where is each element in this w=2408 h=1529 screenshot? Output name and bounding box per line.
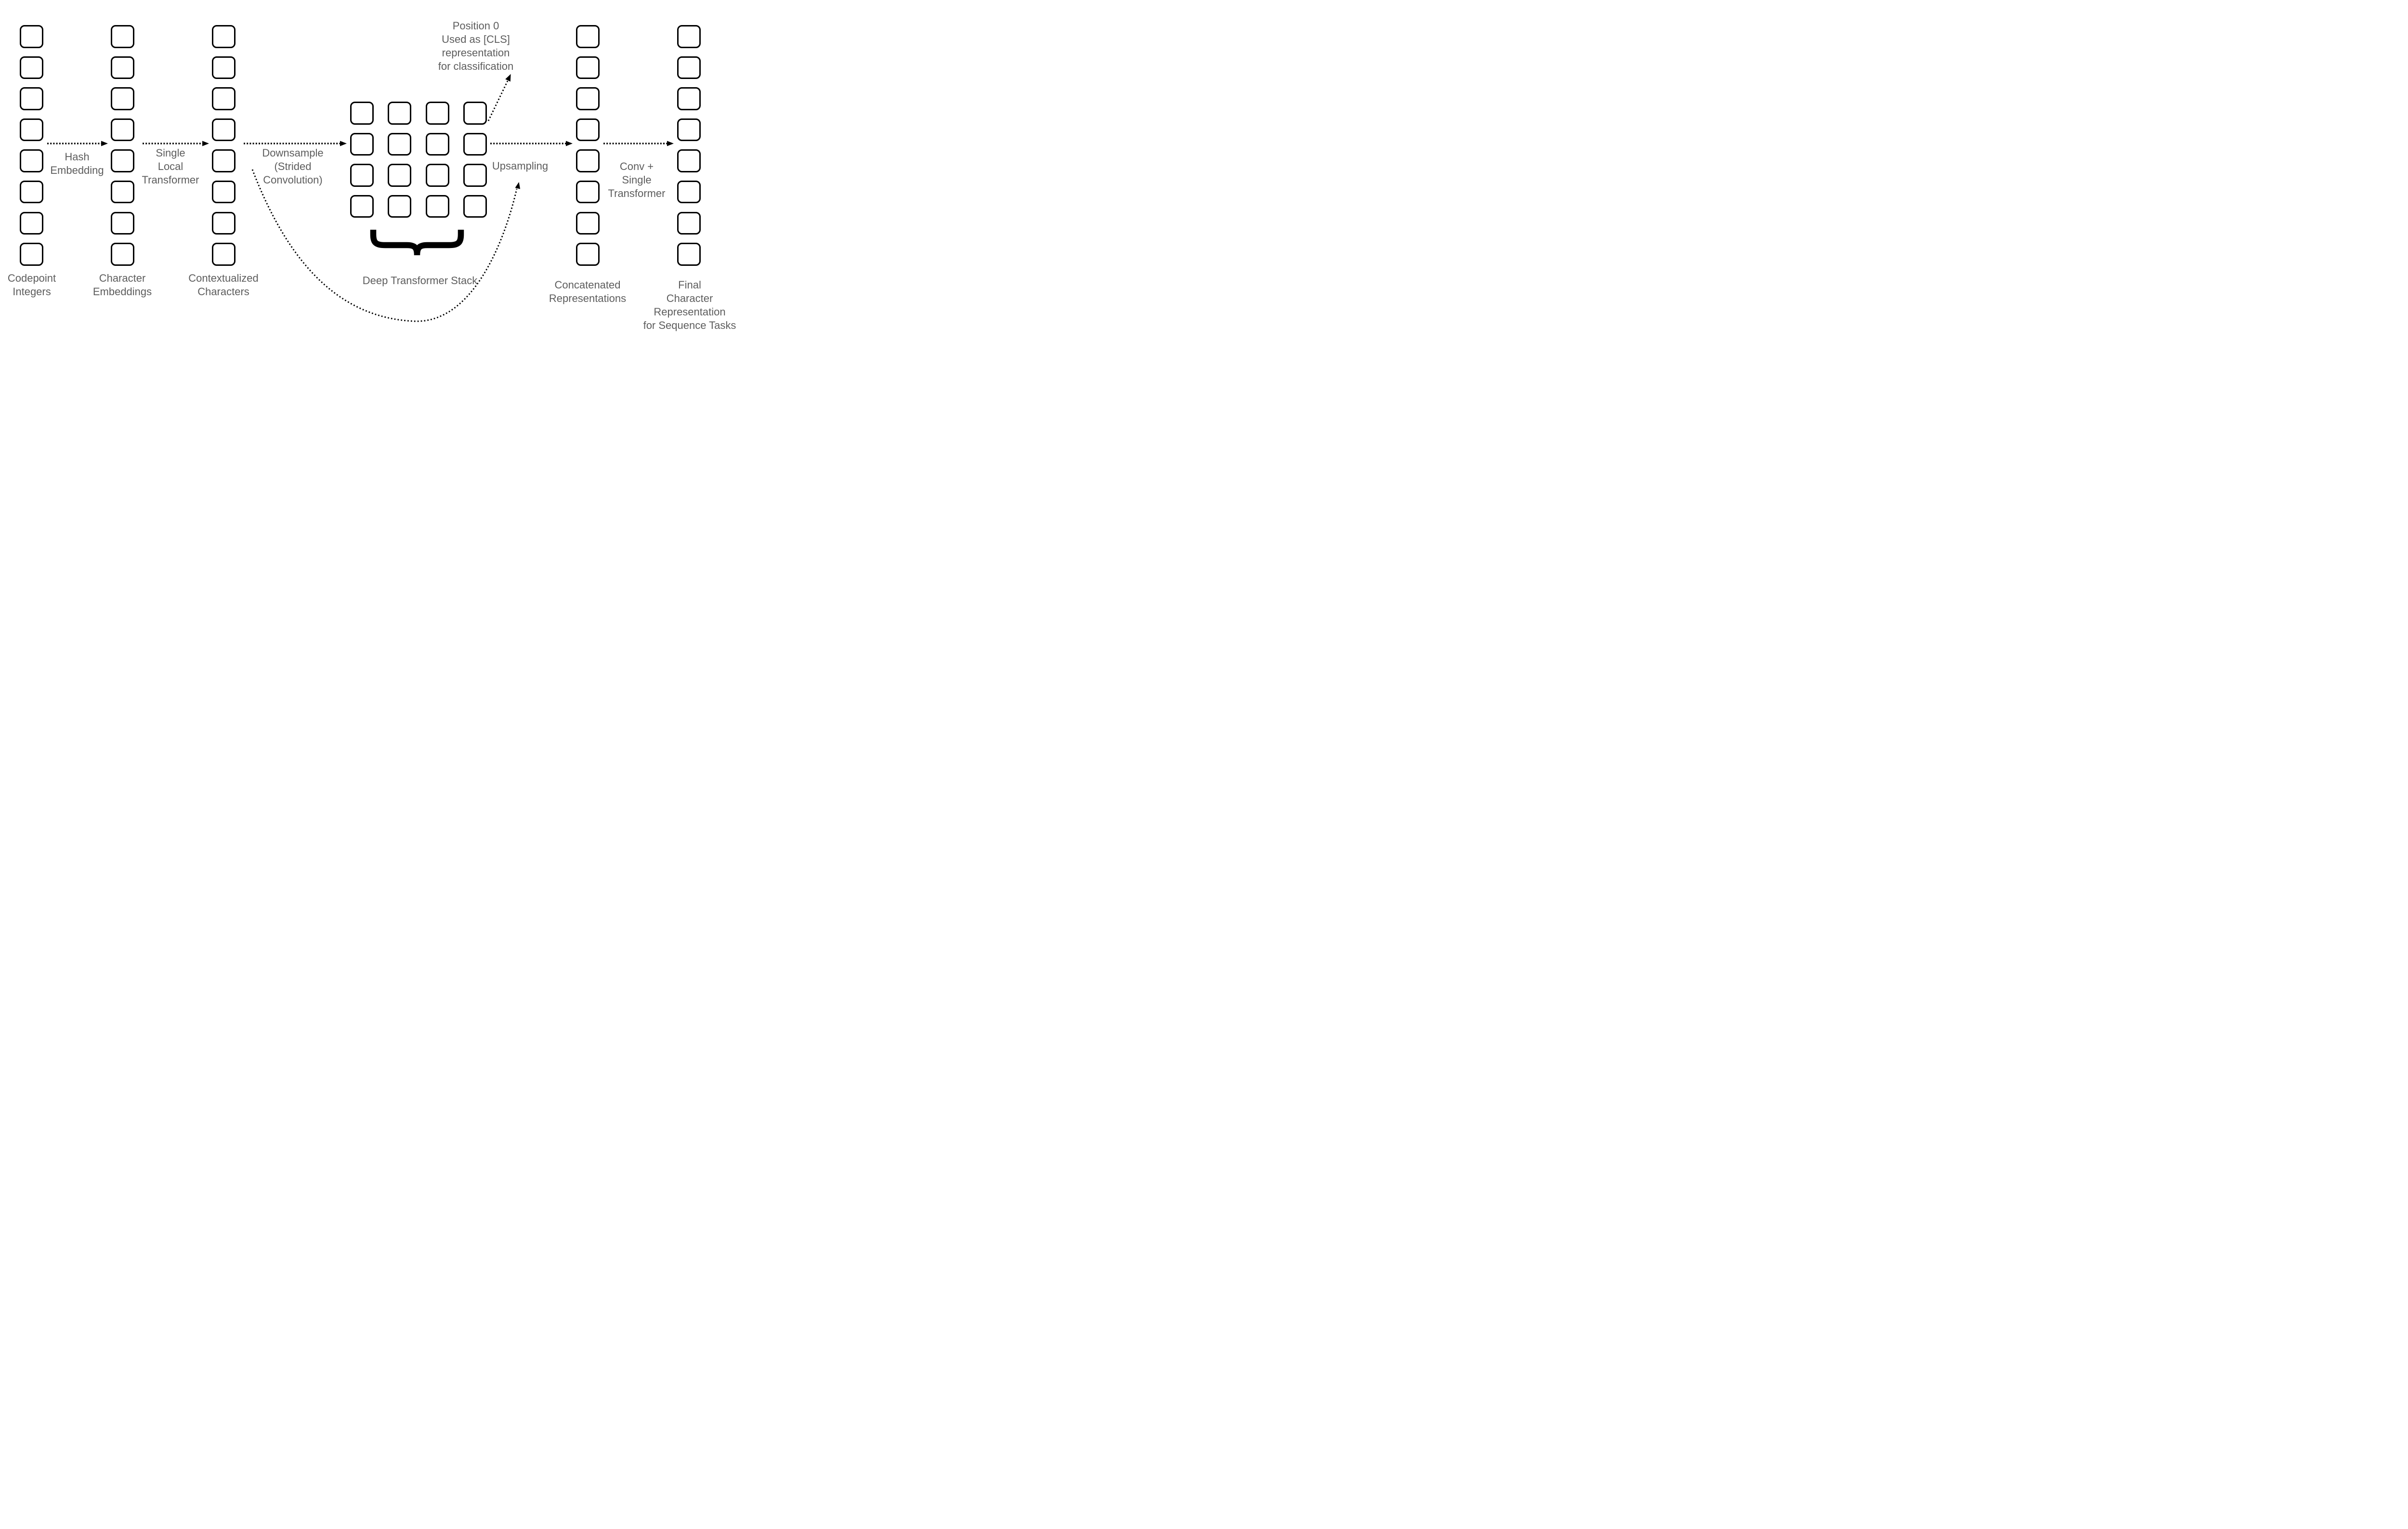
token-box [350, 132, 374, 156]
token-box [388, 102, 412, 125]
token-box [463, 102, 487, 125]
token-box [463, 132, 487, 156]
token-box [576, 87, 600, 110]
column-codepoint-integers [20, 25, 43, 266]
label-hash-embedding: Hash Embedding [50, 151, 104, 176]
arrow-upsampling [490, 141, 573, 146]
arrowhead-icon [515, 182, 521, 189]
token-box [425, 195, 449, 218]
token-box [388, 132, 412, 156]
token-box [212, 56, 236, 79]
token-box [463, 164, 487, 187]
diagram-canvas: Hash Embedding Single Local Transformer … [0, 0, 740, 341]
label-deep-transformer-stack: Deep Transformer Stack [362, 274, 478, 287]
token-box [111, 25, 134, 48]
token-box [576, 243, 600, 266]
token-box [576, 25, 600, 48]
token-box [677, 243, 701, 266]
token-box [576, 180, 600, 204]
arrow-downsample [244, 141, 347, 146]
token-box [111, 243, 134, 266]
label-downsample: Downsample (Strided Convolution) [262, 147, 324, 186]
token-box [677, 56, 701, 79]
arrow-cls-note [487, 74, 511, 121]
label-conv-single-transformer: Conv + Single Transformer [608, 160, 666, 199]
token-box [111, 118, 134, 142]
token-box [677, 87, 701, 110]
token-box [388, 195, 412, 218]
label-concatenated-representations: Concatenated Representations [549, 279, 627, 304]
underbrace [370, 230, 464, 256]
token-box [111, 56, 134, 79]
deep-transformer-grid [350, 102, 487, 218]
label-character-embeddings: Character Embeddings [92, 272, 152, 298]
token-box [350, 102, 374, 125]
token-box [111, 211, 134, 235]
token-box [20, 87, 43, 110]
token-box [20, 25, 43, 48]
label-cls-note: Position 0 Used as [CLS] representation … [438, 20, 514, 72]
token-box [677, 149, 701, 172]
token-box [425, 102, 449, 125]
label-final-representation: Final Character Representation for Seque… [643, 279, 736, 331]
token-box [212, 25, 236, 48]
arrow-single-local-transformer [143, 141, 209, 146]
token-box [212, 211, 236, 235]
token-box [425, 164, 449, 187]
label-codepoint-integers: Codepoint Integers [7, 272, 56, 298]
token-box [576, 56, 600, 79]
token-box [212, 118, 236, 142]
column-concatenated-representations [576, 25, 600, 266]
arrowhead-icon [667, 141, 674, 146]
token-box [576, 149, 600, 172]
token-box [111, 180, 134, 204]
token-box [388, 164, 412, 187]
arrowhead-icon [566, 141, 573, 146]
column-final-representation [677, 25, 701, 266]
token-box [212, 243, 236, 266]
token-box [111, 149, 134, 172]
token-box [111, 87, 134, 110]
token-box [425, 132, 449, 156]
column-contextualized-characters [212, 25, 236, 266]
token-box [677, 25, 701, 48]
label-single-local-transformer: Single Local Transformer [142, 147, 199, 186]
token-box [212, 180, 236, 204]
label-contextualized-characters: Contextualized Characters [188, 272, 259, 298]
column-character-embeddings [111, 25, 134, 266]
arrowhead-icon [340, 141, 347, 146]
token-box [463, 195, 487, 218]
token-box [20, 243, 43, 266]
token-box [20, 118, 43, 142]
token-box [677, 211, 701, 235]
token-box [350, 195, 374, 218]
arrowhead-icon [101, 141, 108, 146]
label-upsampling: Upsampling [492, 160, 549, 172]
arrowhead-icon [202, 141, 209, 146]
token-box [350, 164, 374, 187]
arrow-conv-single-transformer [603, 141, 674, 146]
arrowhead-icon [505, 74, 511, 82]
token-box [677, 180, 701, 204]
token-box [20, 211, 43, 235]
token-box [20, 149, 43, 172]
arrow-hash-embedding [47, 141, 108, 146]
token-box [576, 211, 600, 235]
token-box [20, 180, 43, 204]
token-box [677, 118, 701, 142]
token-box [576, 118, 600, 142]
token-box [212, 149, 236, 172]
token-box [20, 56, 43, 79]
token-box [212, 87, 236, 110]
